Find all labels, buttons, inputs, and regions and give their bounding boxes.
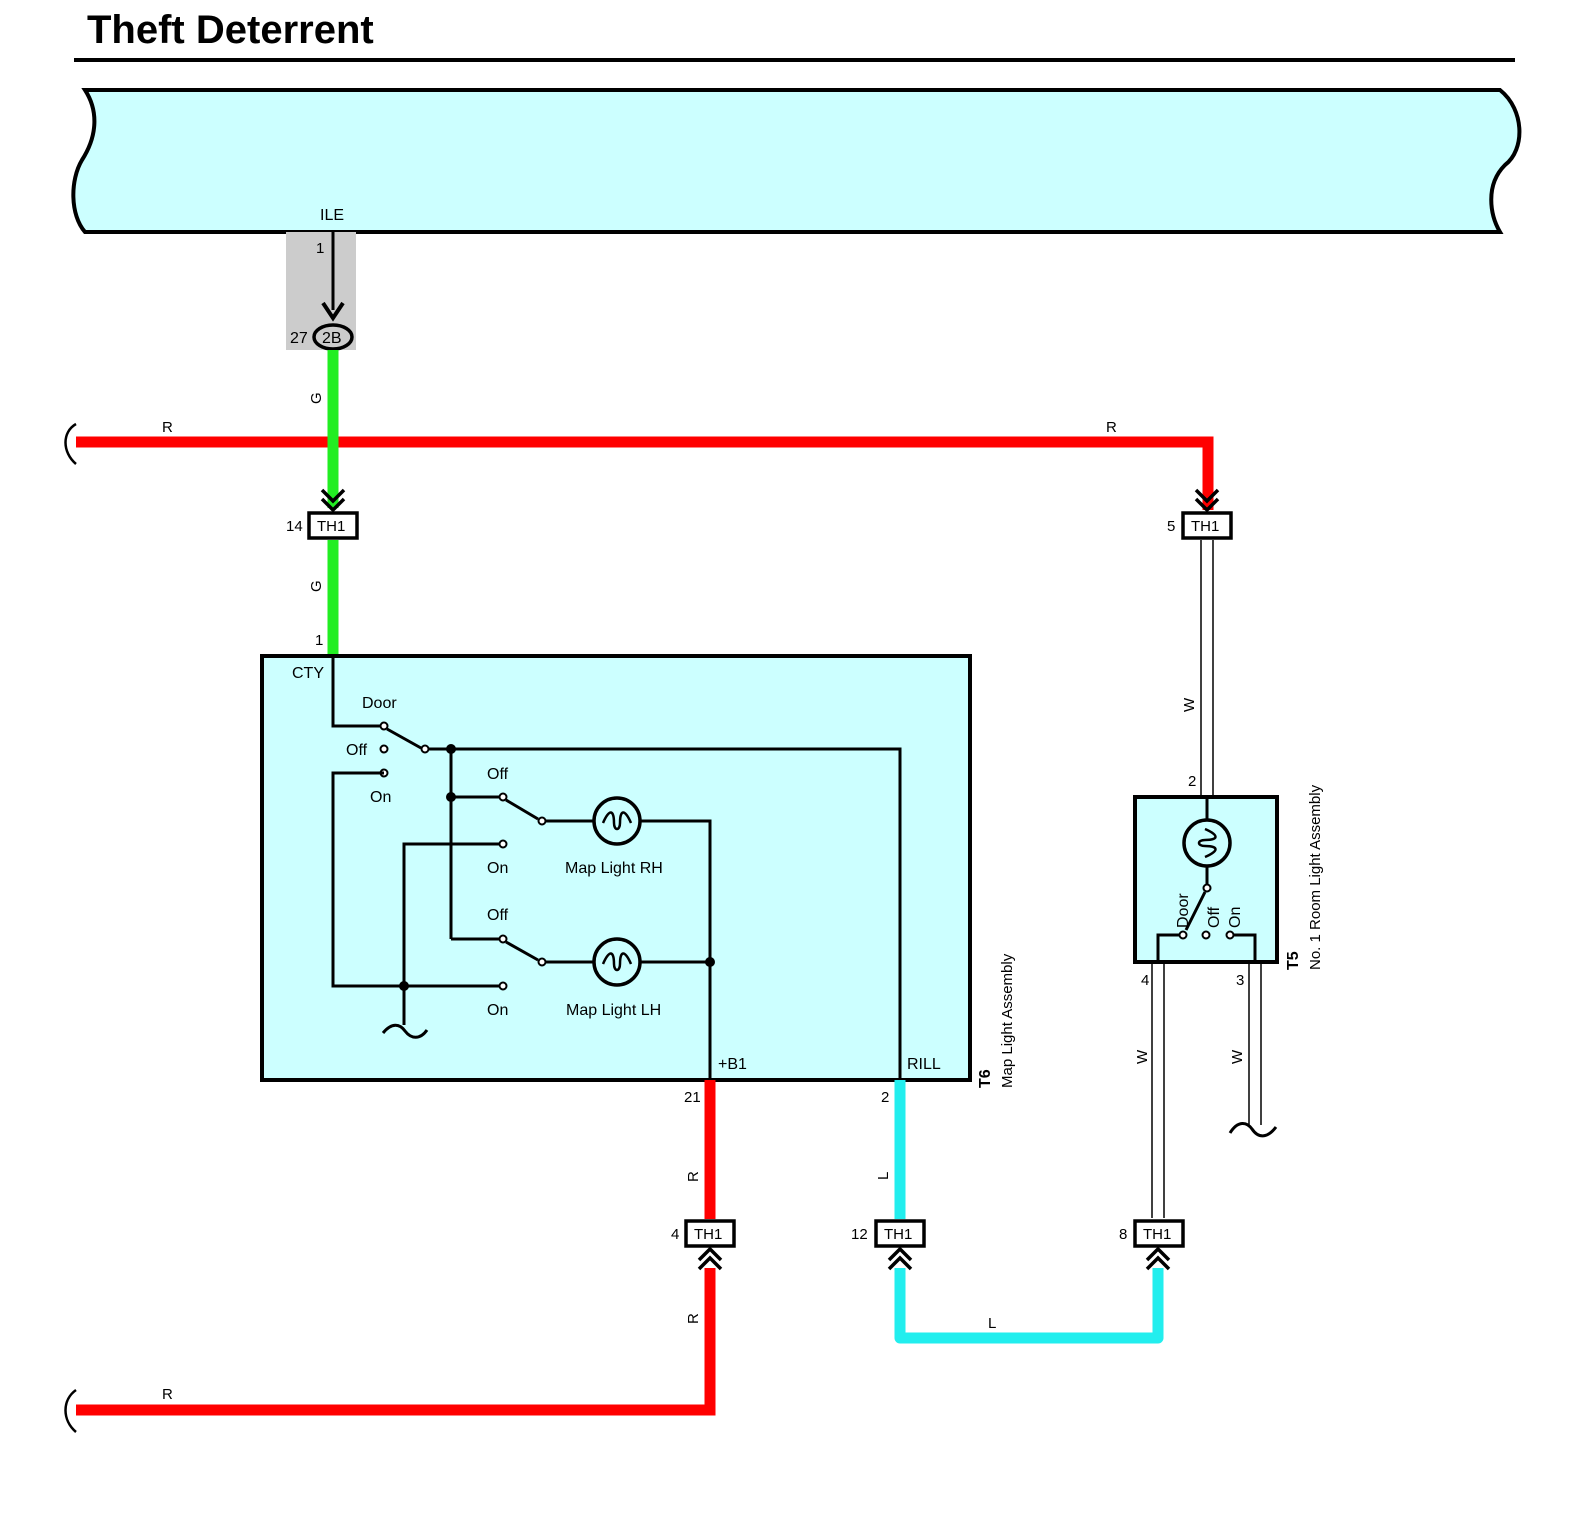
t5-door-contact <box>1178 930 1188 940</box>
ile-arrow <box>321 301 345 322</box>
t6-rh-lamp-out <box>640 819 712 1080</box>
th1-4-label: TH1 <box>694 1226 722 1243</box>
t5-pin-top: 2 <box>1188 773 1196 790</box>
wire-label-r-bottom: R <box>162 1386 173 1403</box>
t5-pin-left: 4 <box>1141 972 1149 989</box>
wire-label-r-b1: R <box>685 1171 702 1182</box>
t5-door-label: Door <box>1175 893 1192 928</box>
t6-rill-pin: 2 <box>881 1089 889 1106</box>
wire-label-r-top-left: R <box>162 419 173 436</box>
t5-switch-common <box>1202 883 1212 893</box>
th1-12-pin: 12 <box>851 1226 868 1243</box>
wire-label-w-t5-in: W <box>1181 697 1198 712</box>
wire-label-r-bottom-feed: R <box>685 1313 702 1324</box>
wire-label-l-rill: L <box>875 1172 892 1180</box>
wire-blue-bottom <box>894 1268 1164 1344</box>
wire-label-w-t5-pin4: W <box>1134 1049 1151 1064</box>
t6-cty-pin: 1 <box>315 632 323 649</box>
th1-12-label: TH1 <box>884 1226 912 1243</box>
th1-12-box <box>874 1219 926 1248</box>
t6-rh-common-contact <box>537 816 547 826</box>
t5-name: No. 1 Room Light Assembly <box>1307 784 1324 970</box>
t6-code: T6 <box>977 1069 994 1088</box>
t6-rill-terminal: RILL <box>907 1056 941 1073</box>
ile-terminal-label: ILE <box>320 207 344 224</box>
t6-b1-terminal: +B1 <box>718 1056 747 1073</box>
t6-main-on-label: On <box>370 789 391 806</box>
t5-code: T5 <box>1285 951 1302 970</box>
t6-ground-symbol <box>381 1023 429 1039</box>
t6-lh-on-label: On <box>487 1002 508 1019</box>
t6-main-switch-arm <box>386 727 422 750</box>
t6-name: Map Light Assembly <box>999 953 1016 1088</box>
wire-label-r-top-right: R <box>1106 419 1117 436</box>
t6-lh-switch-arm <box>505 940 539 962</box>
t6-rh-on-contact <box>498 839 508 849</box>
wire-label-g-lower: G <box>308 580 325 592</box>
connector-2b-pin: 27 <box>290 330 308 347</box>
t6-rh-off-contact <box>498 792 508 802</box>
t6-main-door-label: Door <box>362 695 397 712</box>
th1-8-chevron <box>1145 1246 1171 1271</box>
t5-pin-right: 3 <box>1236 972 1244 989</box>
t6-lamp-rh-label: Map Light RH <box>565 860 663 877</box>
t6-rh-off-label: Off <box>487 766 509 783</box>
wire-red-top-break <box>64 422 77 465</box>
ile-pin: 1 <box>316 240 324 257</box>
wire-label-w-t5-pin3: W <box>1229 1049 1246 1064</box>
t6-main-off-label: Off <box>346 742 368 759</box>
t5-door-out <box>1156 933 1179 962</box>
th1-14-chevron <box>320 488 346 513</box>
wire-red-bottom-break <box>64 1388 77 1433</box>
t6-rill-path <box>451 747 902 1080</box>
t5-switch-arm <box>1184 891 1207 931</box>
th1-8-label: TH1 <box>1143 1226 1171 1243</box>
t5-off-label: Off <box>1206 906 1223 928</box>
t6-node-b1 <box>705 957 715 967</box>
t6-ground-rh-on <box>402 842 502 1025</box>
t6-main-common-contact <box>420 744 430 754</box>
th1-8-box <box>1133 1219 1185 1248</box>
t6-cty-terminal: CTY <box>292 665 324 682</box>
th1-5-pin: 5 <box>1167 518 1175 535</box>
th1-5-label: TH1 <box>1191 518 1219 535</box>
wire-red-top <box>76 436 1214 510</box>
ecu-block <box>71 88 1522 234</box>
t6-lh-off-label: Off <box>487 907 509 924</box>
th1-5-chevron <box>1194 488 1220 513</box>
t6-lh-off-contact <box>498 934 508 944</box>
th1-4-chevron <box>697 1246 723 1271</box>
t6-main-door-contact <box>379 721 389 731</box>
t6-cty-line <box>331 656 384 728</box>
th1-12-chevron <box>887 1246 913 1271</box>
t6-lh-common-contact <box>537 957 547 967</box>
connector-2b <box>312 323 354 351</box>
th1-14-label: TH1 <box>317 518 345 535</box>
connector-2b-label: 2B <box>322 330 342 347</box>
th1-8-pin: 8 <box>1119 1226 1127 1243</box>
t6-main-off-contact <box>379 744 389 754</box>
t6-rh-switch-arm <box>505 798 539 821</box>
th1-14-box <box>307 511 359 540</box>
page-title: Theft Deterrent <box>87 8 374 52</box>
wire-red-bottom <box>76 1268 716 1416</box>
wire-label-l-bottom: L <box>988 1315 996 1332</box>
t5-off-contact <box>1201 930 1211 940</box>
t6-lh-on-contact <box>498 981 508 991</box>
t6-ground-path <box>331 771 502 988</box>
th1-4-pin: 4 <box>671 1226 679 1243</box>
th1-14-pin: 14 <box>286 518 303 535</box>
th1-5-box <box>1181 511 1233 540</box>
t5-on-contact <box>1225 930 1235 940</box>
th1-4-box <box>684 1219 736 1248</box>
wire-label-g-upper: G <box>308 392 325 404</box>
t5-on-out <box>1234 933 1257 962</box>
t6-rh-on-label: On <box>487 860 508 877</box>
t6-lamp-lh-label: Map Light LH <box>566 1002 661 1019</box>
t5-ground-symbol <box>1228 1122 1278 1138</box>
t5-on-label: On <box>1227 907 1244 928</box>
t6-b1-pin: 21 <box>684 1089 701 1106</box>
